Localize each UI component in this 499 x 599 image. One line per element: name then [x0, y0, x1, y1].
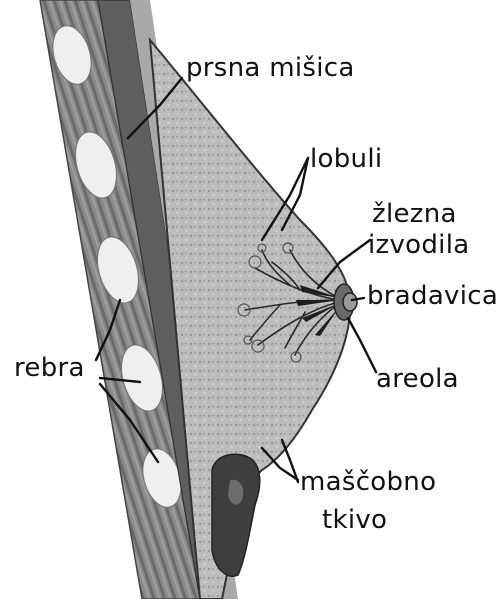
nipple-shape [343, 293, 357, 311]
fatty-tissue-region [212, 454, 260, 576]
label-ribs: rebra [14, 353, 85, 383]
label-lobules: lobuli [310, 144, 382, 174]
label-areola: areola [376, 364, 459, 394]
leader-areola [348, 318, 376, 372]
label-nipple: bradavica [367, 281, 498, 311]
label-fat-line2: tkivo [322, 505, 387, 535]
label-ducts-line2: izvodila [368, 230, 469, 260]
label-fat-line1: maščobno [300, 467, 436, 497]
label-ducts-line1: žlezna [372, 199, 457, 229]
label-pectoral-muscle: prsna mišica [186, 53, 355, 83]
